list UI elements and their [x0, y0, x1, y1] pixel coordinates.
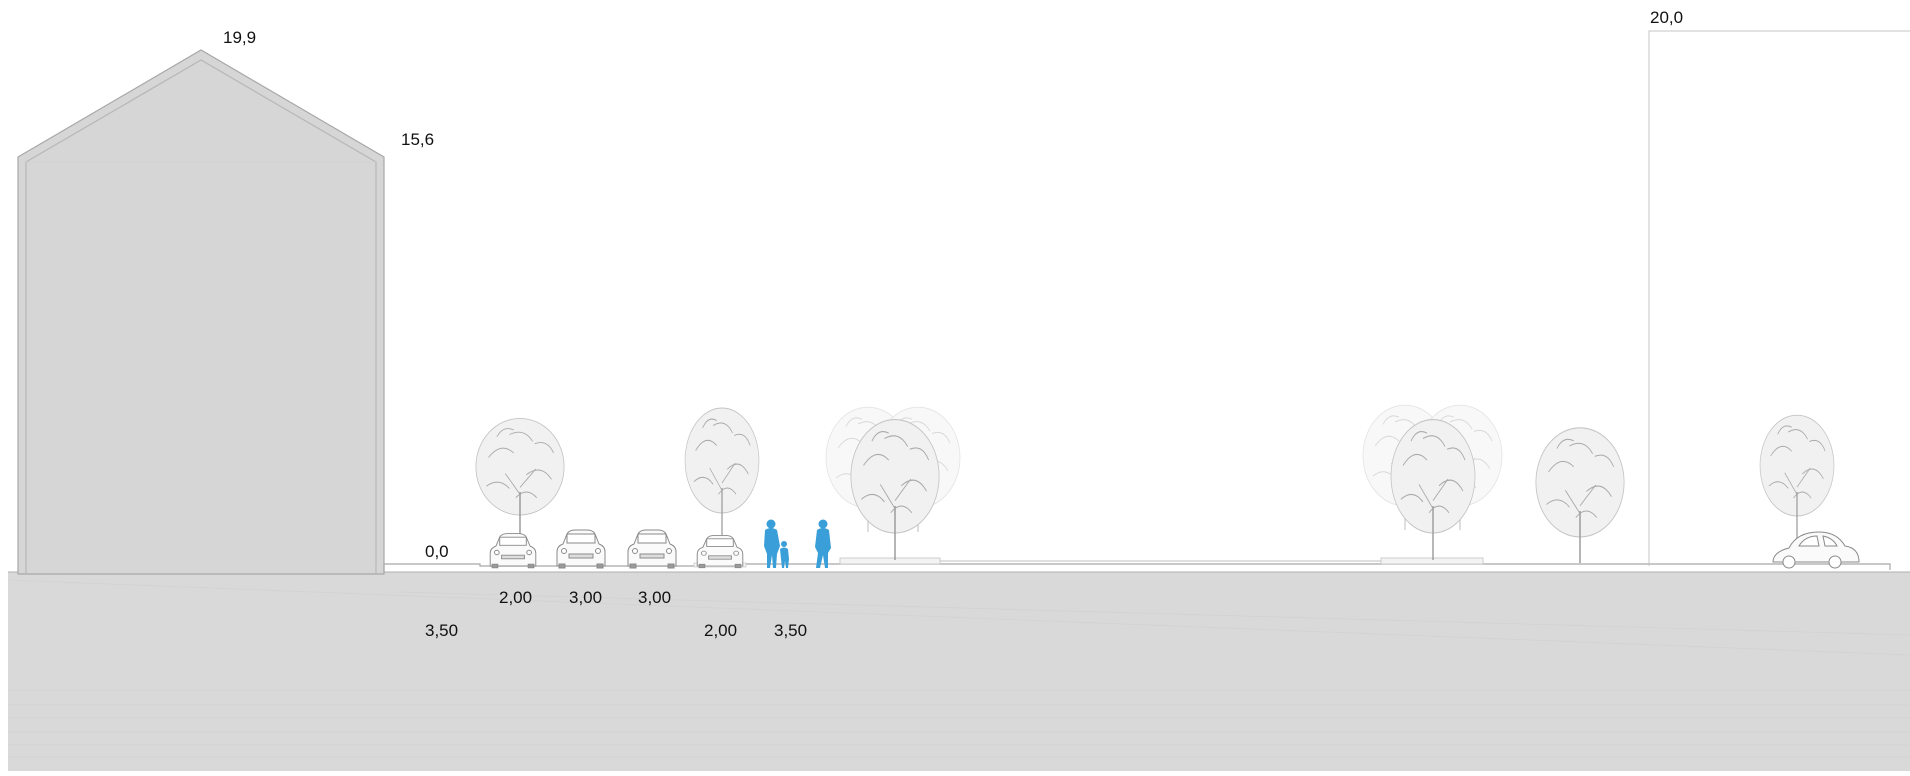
tree-icon [849, 418, 941, 561]
car-icon [489, 533, 537, 569]
width-label-parking-left: 2,00 [499, 588, 533, 607]
width-label-sidewalk-right: 3,50 [774, 621, 808, 640]
car-icon [556, 529, 606, 569]
ground-fill [8, 572, 1910, 771]
tree-icon [1759, 414, 1835, 541]
ridge-height-label: 19,9 [223, 28, 257, 47]
width-label-lane-2: 3,00 [638, 588, 672, 607]
car-icon [1772, 531, 1860, 569]
eave-height-label: 15,6 [401, 130, 435, 149]
tree-icon [475, 417, 565, 539]
width-label-parking-right: 2,00 [704, 621, 738, 640]
tree-icon [1534, 426, 1626, 564]
car-icon [627, 529, 677, 569]
people-icon [764, 519, 831, 568]
right-building-height-label: 20,0 [1650, 8, 1684, 27]
width-label-lane-1: 3,00 [569, 588, 603, 607]
tree-icon [684, 407, 760, 539]
width-label-sidewalk-left: 3,50 [425, 621, 459, 640]
right-building [1648, 30, 1910, 566]
ground-hatching [7, 579, 1910, 758]
street-surface [383, 563, 1891, 574]
ground-level-label: 0,0 [425, 542, 449, 561]
car-icon [696, 534, 744, 569]
left-building [17, 49, 385, 575]
tree-icon [1390, 418, 1476, 561]
